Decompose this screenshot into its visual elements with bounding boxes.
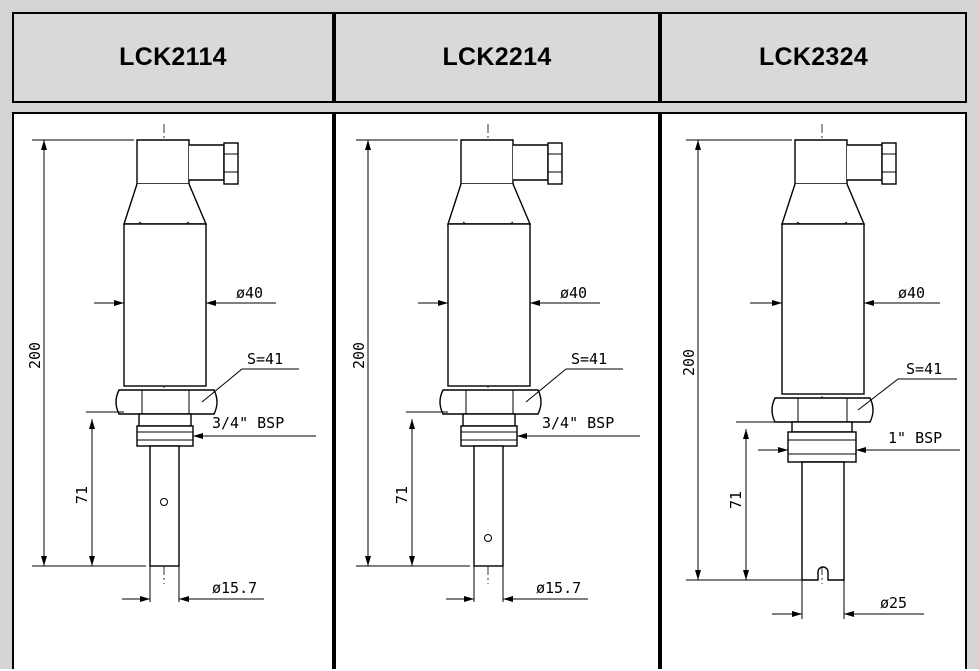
dim-probe-dia: ø25 (880, 594, 907, 612)
thread-upper (791, 421, 853, 433)
connector-plug (847, 144, 883, 181)
dim-insertion: 71 (393, 486, 411, 504)
thread (460, 425, 518, 447)
dim-height-total: 200 (350, 342, 368, 369)
housing-taper (447, 183, 532, 225)
cable-gland (881, 142, 897, 185)
dim-insertion: 71 (727, 491, 745, 509)
connector-housing (460, 139, 514, 185)
header-lck2214: LCK2214 (334, 12, 660, 103)
dim-hex: S=41 (571, 350, 607, 368)
connector-housing (136, 139, 190, 185)
model-title: LCK2324 (758, 43, 869, 71)
hex-nut (115, 389, 218, 415)
probe-tube (473, 445, 504, 567)
probe-tube (801, 461, 845, 581)
dim-housing-dia: ø40 (898, 284, 925, 302)
dim-housing-dia: ø40 (236, 284, 263, 302)
connector-plug (189, 144, 225, 181)
dim-hex: S=41 (247, 350, 283, 368)
housing-body (447, 223, 531, 387)
dim-housing-dia: ø40 (560, 284, 587, 302)
dim-hex: S=41 (906, 360, 942, 378)
dim-thread: 3/4" BSP (212, 414, 284, 432)
housing-body (781, 223, 865, 395)
dim-probe-dia: ø15.7 (536, 579, 581, 597)
housing-taper (781, 183, 866, 225)
dim-probe-dia: ø15.7 (212, 579, 257, 597)
dim-height-total: 200 (26, 342, 44, 369)
hex-nut (771, 397, 874, 423)
header-lck2114: LCK2114 (12, 12, 334, 103)
dim-insertion: 71 (73, 486, 91, 504)
sensor-drawing-lck2324: 200 71 ø40 S=41 1" BSP ø2 (680, 124, 960, 619)
drawing-cell-lck2324: 200 71 ø40 S=41 1" BSP ø2 (660, 112, 967, 669)
drawing-cell-lck2114: 200 71 ø40 S=41 3/4" BSP (12, 112, 334, 669)
sensor-drawing-lck2214: 200 71 ø40 S=41 3/4" BSP ø15.7 (350, 124, 640, 602)
model-title: LCK2214 (442, 43, 552, 71)
dim-thread: 3/4" BSP (542, 414, 614, 432)
dim-thread: 1" BSP (888, 429, 942, 447)
model-title: LCK2114 (119, 43, 227, 71)
housing-body (123, 223, 207, 387)
connector-plug (513, 144, 549, 181)
thread (136, 425, 194, 447)
cable-gland (547, 142, 563, 185)
drawing-cell-lck2214: 200 71 ø40 S=41 3/4" BSP ø15.7 (334, 112, 660, 669)
hex-nut (439, 389, 542, 415)
probe-tube (149, 445, 180, 567)
dim-height-total: 200 (680, 349, 698, 376)
thread (787, 431, 857, 463)
thread-upper (462, 413, 516, 427)
housing-taper (123, 183, 208, 225)
thread-upper (138, 413, 192, 427)
sensor-drawing-lck2114: 200 71 ø40 S=41 3/4" BSP (26, 124, 316, 602)
header-lck2324: LCK2324 (660, 12, 967, 103)
connector-housing (794, 139, 848, 185)
cable-gland (223, 142, 239, 185)
